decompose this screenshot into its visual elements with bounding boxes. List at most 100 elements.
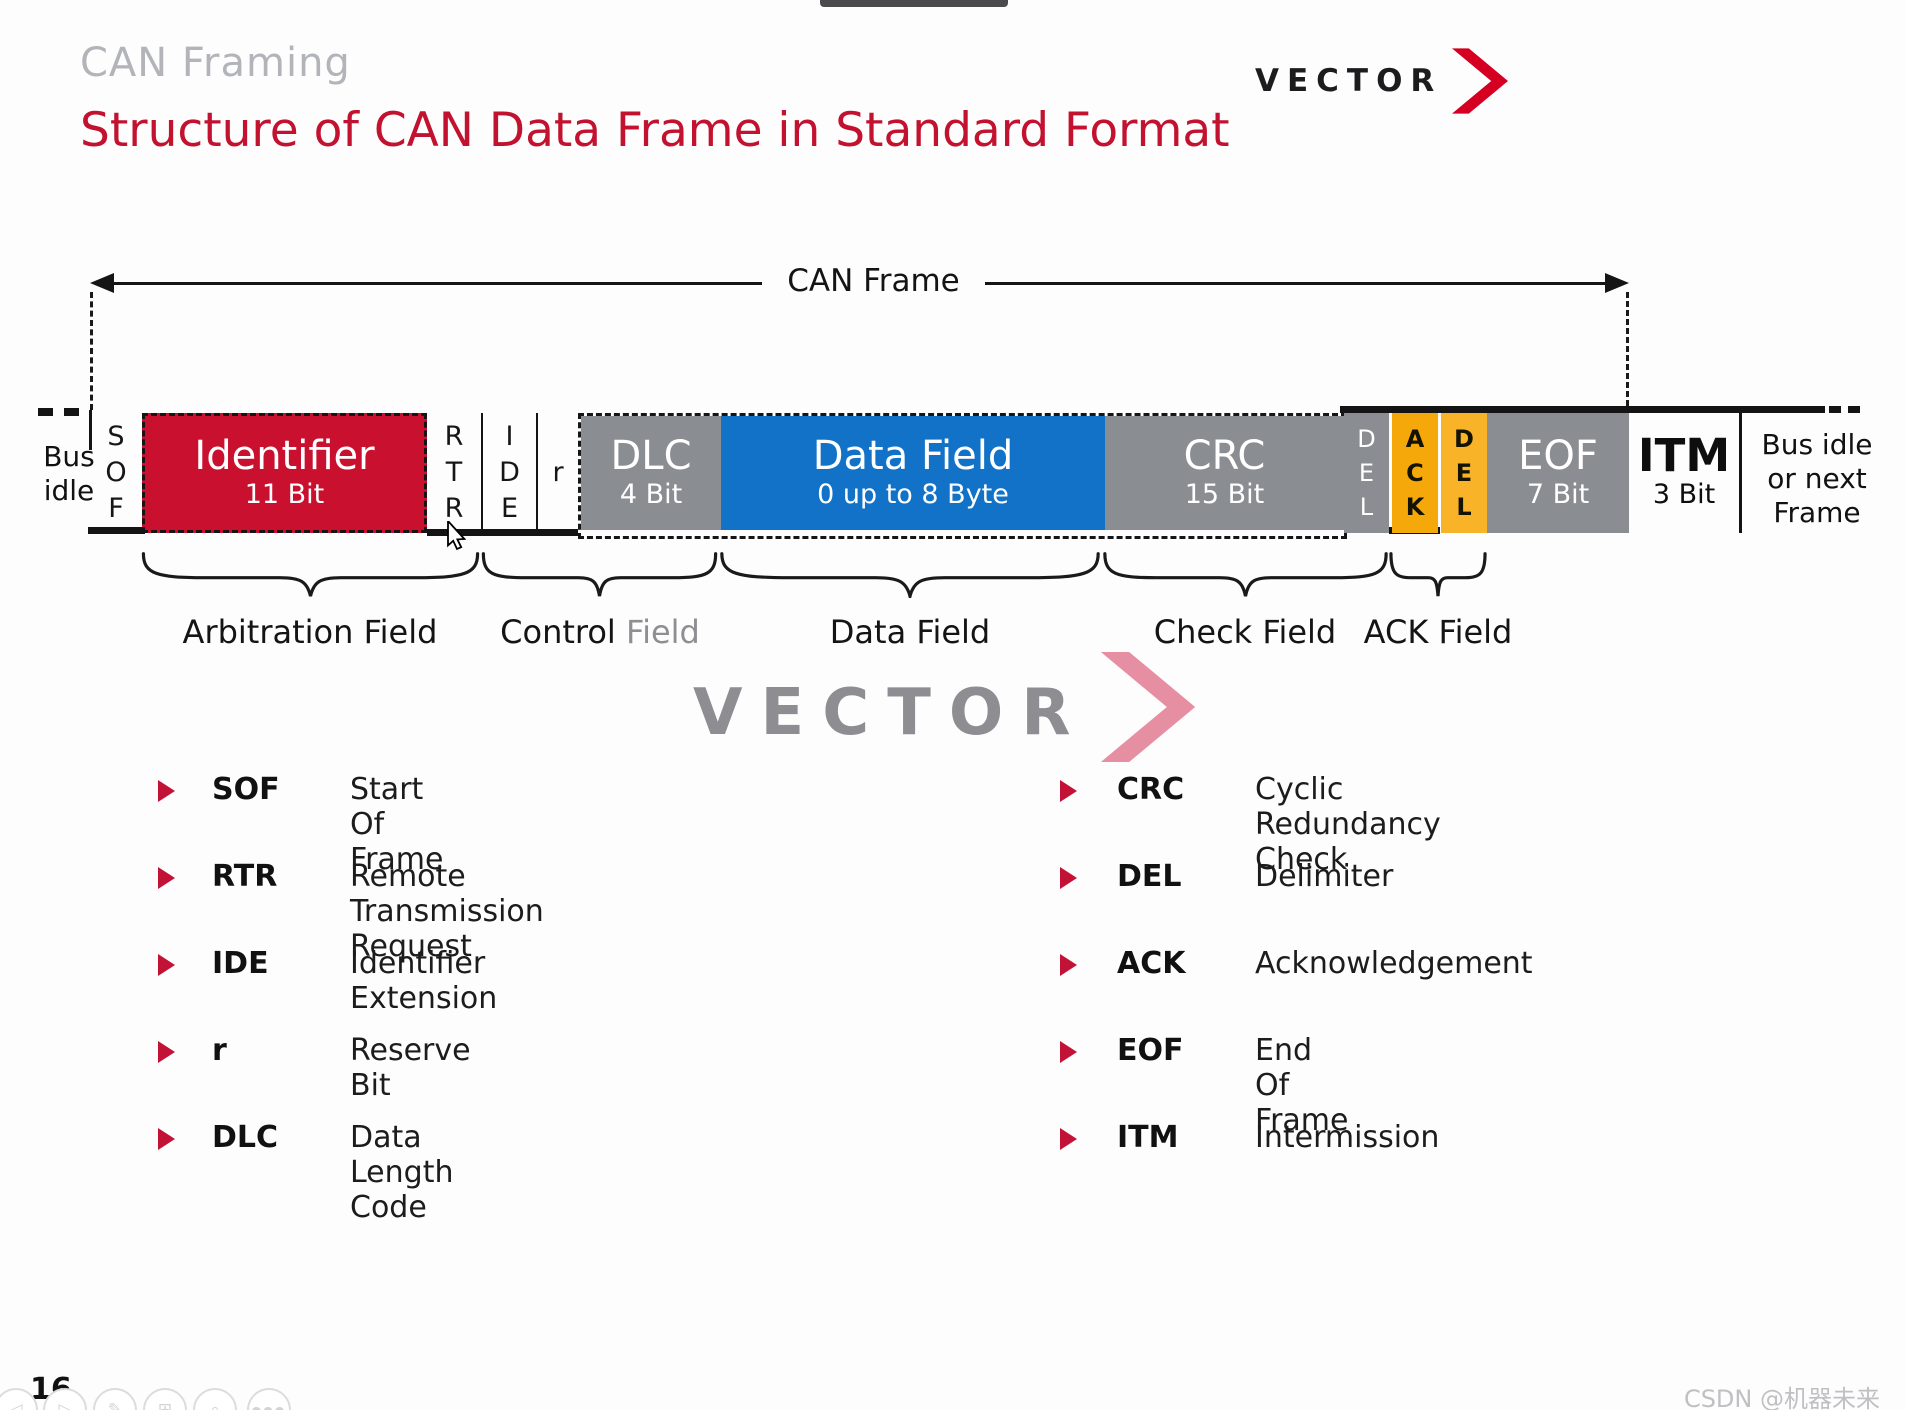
segment-crc: CRC 15 Bit: [1105, 416, 1344, 530]
identifier-subtitle: 11 Bit: [244, 479, 325, 510]
ack-letters: A C K: [1405, 425, 1425, 521]
legend-term: DEL: [1117, 859, 1182, 894]
segment-del2: D E L: [1441, 413, 1487, 533]
brace-data: [718, 550, 1102, 598]
legend-definition: Remote Transmission Request: [350, 859, 544, 964]
legend-definition: Delimiter: [1255, 859, 1394, 894]
segment-data-field: Data Field 0 up to 8 Byte: [721, 416, 1105, 530]
legend-definition: Identifier Extension: [350, 946, 498, 1016]
segment-ide: I D E: [483, 413, 536, 533]
bus-idle-dashed-line: [38, 408, 92, 416]
frame-boundary-dashed-right: [1626, 292, 1629, 406]
frame-arrow-right-line: [985, 282, 1607, 285]
bus-high-end-line: [1340, 406, 1825, 413]
legend-definition: Start Of Frame: [350, 772, 444, 877]
eof-subtitle: 7 Bit: [1526, 479, 1590, 510]
arrowhead-left-icon: [90, 273, 114, 293]
segment-eof: EOF 7 Bit: [1487, 413, 1629, 533]
legend-definition: End Of Frame: [1255, 1033, 1349, 1138]
legend-definition: Reserve Bit: [350, 1033, 471, 1103]
arrowhead-right-icon: [1605, 273, 1629, 293]
bus-high-end-dashes: [1829, 406, 1862, 413]
segment-identifier: Identifier 11 Bit: [142, 413, 427, 533]
brace-ack: [1389, 550, 1487, 598]
separator-rtr-ide: [481, 413, 483, 533]
legend-definition: Cyclic Redundancy Check: [1255, 772, 1441, 877]
dlc-title: DLC: [610, 433, 692, 479]
can-frame-label: CAN Frame: [787, 263, 960, 299]
brace-check: [1102, 550, 1389, 598]
vector-watermark-text: VECTOR: [693, 676, 1089, 750]
legend-term: RTR: [212, 859, 278, 894]
legend-term: IDE: [212, 946, 269, 981]
frame-boundary-dashed-left: [90, 292, 93, 410]
dlc-data-crc-group: DLC 4 Bit Data Field 0 up to 8 Byte CRC …: [578, 413, 1347, 539]
legend-term: SOF: [212, 772, 280, 807]
triangle-bullet-icon: [158, 1128, 175, 1150]
vector-logo-text: VECTOR: [1255, 63, 1443, 99]
legend-definition: Intermission: [1255, 1120, 1440, 1155]
vector-logo: VECTOR: [1255, 48, 1509, 114]
crc-title: CRC: [1183, 433, 1266, 479]
sof-letters: S O F: [105, 421, 127, 524]
segment-itm: ITM 3 Bit: [1629, 413, 1739, 533]
separator-ide-r: [536, 413, 538, 533]
ide-letters: I D E: [499, 421, 520, 524]
triangle-bullet-icon: [158, 780, 175, 802]
segment-ack: A C K: [1392, 413, 1438, 533]
label-control-secondary: Field: [625, 613, 700, 651]
legend-definition: Data Length Code: [350, 1120, 454, 1225]
del1-letters: D E L: [1357, 425, 1376, 521]
legend-term: EOF: [1117, 1033, 1184, 1068]
separator-itm-busidle: [1739, 413, 1742, 533]
identifier-title: Identifier: [194, 433, 375, 479]
print-button[interactable]: ⊞: [143, 1388, 187, 1410]
label-ack-field: ACK Field: [1363, 613, 1513, 651]
label-arbitration-field: Arbitration Field: [182, 613, 438, 651]
more-options-button[interactable]: ●●●: [247, 1388, 291, 1410]
segment-rtr: R T R: [427, 413, 481, 533]
label-data-field: Data Field: [829, 613, 991, 651]
bus-low-sof-line: [88, 527, 145, 534]
segment-dlc: DLC 4 Bit: [581, 416, 721, 530]
vector-watermark-chevron-icon: [1100, 652, 1196, 762]
vector-chevron-icon: [1452, 48, 1509, 114]
triangle-bullet-icon: [158, 867, 175, 889]
itm-subtitle: 3 Bit: [1652, 479, 1716, 510]
bus-next-label: Bus idle or next Frame: [1761, 428, 1873, 529]
triangle-bullet-icon: [1060, 867, 1077, 889]
label-control-field: Control Field: [420, 613, 780, 651]
triangle-bullet-icon: [1060, 954, 1077, 976]
triangle-bullet-icon: [158, 954, 175, 976]
label-control-primary: Control: [500, 613, 616, 651]
legend-definition: Acknowledgement: [1255, 946, 1533, 981]
bus-low-ctrl-line: [427, 529, 578, 536]
legend-term: CRC: [1117, 772, 1185, 807]
segment-r: r: [538, 413, 578, 533]
triangle-bullet-icon: [158, 1041, 175, 1063]
itm-title: ITM: [1637, 429, 1731, 482]
triangle-bullet-icon: [1060, 1041, 1077, 1063]
label-check-field: Check Field: [1153, 613, 1337, 651]
rtr-letters: R T R: [444, 421, 464, 524]
annotate-pen-button[interactable]: ✎: [93, 1388, 137, 1410]
bus-drop-line: [89, 410, 92, 450]
segment-del1: D E L: [1344, 413, 1389, 533]
del2-letters: D E L: [1454, 425, 1474, 521]
brace-control: [481, 550, 718, 598]
legend-term: r: [212, 1033, 227, 1068]
legend-term: DLC: [212, 1120, 279, 1155]
legend-term: ACK: [1117, 946, 1186, 981]
mouse-cursor: [447, 521, 467, 551]
csdn-watermark: CSDN @机器未来: [1683, 1385, 1880, 1410]
eof-title: EOF: [1518, 433, 1598, 479]
dlc-subtitle: 4 Bit: [619, 479, 683, 510]
triangle-bullet-icon: [1060, 780, 1077, 802]
segment-sof: S O F: [92, 413, 140, 533]
data-field-subtitle: 0 up to 8 Byte: [817, 479, 1009, 510]
bus-idle-label: Bus idle: [43, 440, 95, 507]
triangle-bullet-icon: [1060, 1128, 1077, 1150]
zoom-search-button[interactable]: ⌕: [193, 1388, 237, 1410]
legend-term: ITM: [1117, 1120, 1179, 1155]
